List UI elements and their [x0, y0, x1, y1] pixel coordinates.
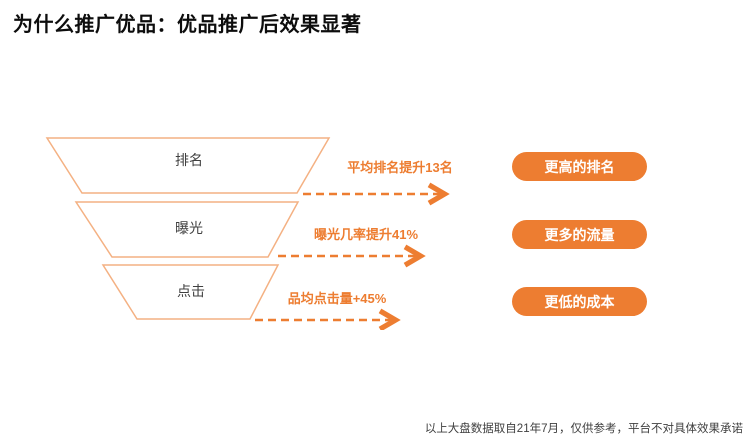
funnel-label-exposure: 曝光	[175, 220, 203, 236]
benefit-pill-more-traffic: 更多的流量	[512, 220, 647, 249]
funnel-diagram	[45, 137, 450, 330]
annotation-ranking: 平均排名提升13名	[347, 160, 453, 175]
disclaimer-text: 以上大盘数据取自21年7月，仅供参考，平台不对具体效果承诺	[424, 423, 743, 435]
funnel-label-ranking: 排名	[175, 152, 203, 168]
annotation-exposure: 曝光几率提升41%	[313, 227, 419, 242]
slide-title: 为什么推广优品：优品推广后效果显著	[13, 14, 362, 36]
funnel-label-clicks: 点击	[177, 283, 205, 299]
annotation-clicks: 品均点击量+45%	[287, 291, 387, 306]
funnel-level-clicks-shape	[101, 264, 280, 320]
benefit-pill-lower-cost: 更低的成本	[512, 287, 647, 316]
funnel-level-ranking-shape	[45, 137, 331, 194]
funnel-level-exposure-shape	[74, 201, 300, 258]
benefit-pill-higher-ranking: 更高的排名	[512, 152, 647, 181]
